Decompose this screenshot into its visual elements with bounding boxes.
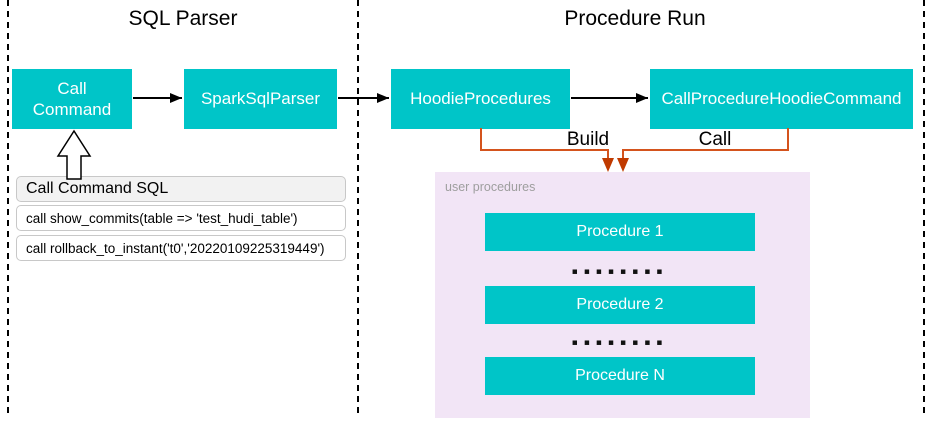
node-spark-sql-parser: SparkSqlParser bbox=[184, 69, 337, 129]
node-procedure-2: Procedure 2 bbox=[485, 286, 755, 324]
user-procedures-label: user procedures bbox=[445, 180, 536, 194]
node-procedure-n: Procedure N bbox=[485, 357, 755, 395]
node-call-command: Call Command bbox=[12, 69, 132, 129]
node-call-command-line1: Call bbox=[57, 78, 87, 98]
node-hoodie-procedures: HoodieProcedures bbox=[391, 69, 570, 129]
section-title-sql-parser: SQL Parser bbox=[128, 7, 238, 30]
node-call-command-label: Call Command bbox=[33, 78, 111, 121]
hollow-up-arrow-icon bbox=[56, 129, 92, 180]
user-procedures-container: user procedures Procedure 1 ▪▪▪▪▪▪▪▪ Pro… bbox=[435, 172, 810, 418]
section-title-procedure-run: Procedure Run bbox=[564, 7, 706, 30]
sql-panel-row: call show_commits(table => 'test_hudi_ta… bbox=[16, 205, 346, 231]
build-down-arrowhead-icon bbox=[602, 158, 614, 172]
edge-label-call: Call bbox=[698, 129, 732, 150]
node-call-command-line2: Command bbox=[32, 100, 112, 119]
ellipsis-row: ▪▪▪▪▪▪▪▪ bbox=[571, 267, 669, 277]
sql-panel-header: Call Command SQL bbox=[16, 176, 346, 202]
ellipsis-row: ▪▪▪▪▪▪▪▪ bbox=[571, 338, 669, 348]
call-down-arrowhead-icon bbox=[617, 158, 629, 172]
edge-label-build: Build bbox=[566, 129, 610, 150]
node-call-procedure-hoodie-command: CallProcedureHoodieCommand bbox=[650, 69, 913, 129]
sql-panel-row: call rollback_to_instant('t0','202201092… bbox=[16, 235, 346, 261]
node-procedure-1: Procedure 1 bbox=[485, 213, 755, 251]
